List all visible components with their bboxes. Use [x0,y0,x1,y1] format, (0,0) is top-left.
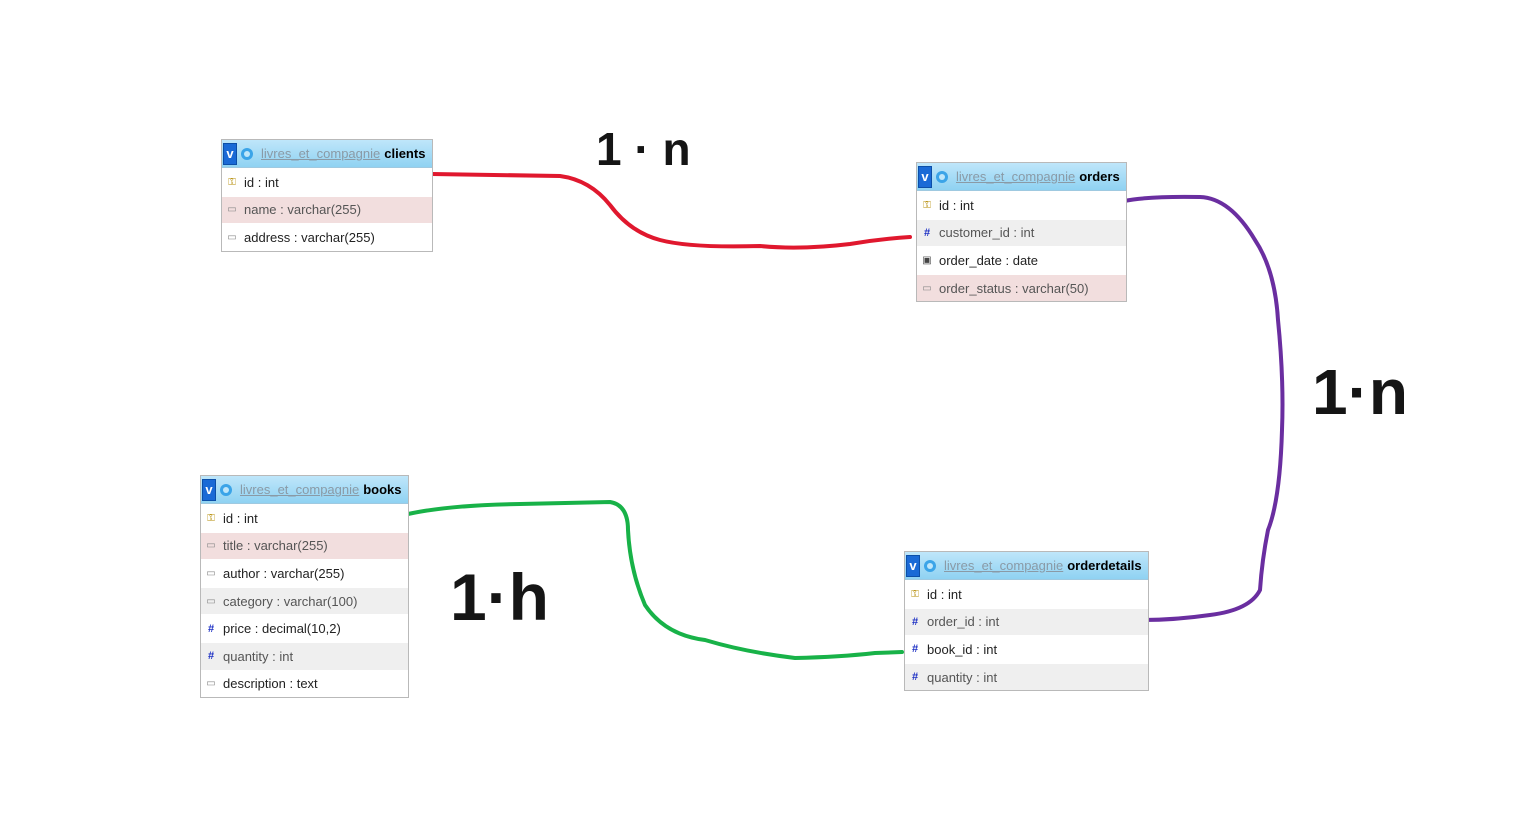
column-label: price : decimal(10,2) [223,621,341,637]
column-row[interactable]: ⚿ id : int [905,580,1148,608]
column-label: quantity : int [223,648,294,664]
table-name: orderdetails [1067,558,1142,573]
varchar-icon: ▭ [922,282,932,294]
number-icon: # [207,622,215,635]
key-icon: ⚿ [207,512,215,524]
varchar-icon: ▭ [206,540,216,552]
number-icon: # [911,671,919,684]
column-label: order_date : date [939,252,1039,268]
gear-icon[interactable] [924,559,936,572]
column-row[interactable]: ⚿ id : int [201,504,408,532]
varchar-icon: ▭ [206,678,216,690]
relation-books-orderdetails [406,499,904,661]
column-row[interactable]: ▭ address : varchar(255) [222,223,432,251]
column-row[interactable]: ▭ category : varchar(100) [201,586,408,615]
column-label: title : varchar(255) [223,538,328,554]
key-icon: ⚿ [228,176,236,188]
number-icon: # [923,226,931,239]
column-row[interactable]: ▭ title : varchar(255) [201,531,408,560]
gear-icon[interactable] [241,147,253,160]
number-icon: # [207,650,215,663]
column-label: order_id : int [927,614,1000,630]
toggle-columns-button[interactable]: v [906,554,920,577]
table-name: books [363,482,402,497]
varchar-icon: ▭ [206,595,216,607]
toggle-columns-button[interactable]: v [918,165,932,188]
column-row[interactable]: # customer_id : int [917,218,1126,247]
column-row[interactable]: ▭ order_status : varchar(50) [917,273,1126,302]
column-label: category : varchar(100) [223,593,358,609]
varchar-icon: ▭ [227,204,237,216]
relation-clients-orders [430,172,912,250]
column-row[interactable]: ▭ name : varchar(255) [222,195,432,224]
column-row[interactable]: ⚿ id : int [917,191,1126,219]
column-row[interactable]: ▭ description : text [201,669,408,698]
toggle-columns-button[interactable]: v [223,142,237,165]
table-name: clients [384,146,426,161]
database-name[interactable]: livres_et_compagnie [956,169,1076,184]
column-label: name : varchar(255) [244,202,362,218]
column-label: description : text [223,676,318,692]
relation-label-left: 1·h [450,560,549,634]
database-name[interactable]: livres_et_compagnie [240,482,360,497]
database-name[interactable]: livres_et_compagnie [944,558,1064,573]
toggle-columns-button[interactable]: v [202,478,216,501]
column-row[interactable]: # quantity : int [201,641,408,670]
key-icon: ⚿ [923,199,931,211]
varchar-icon: ▭ [227,231,237,243]
column-label: address : varchar(255) [244,229,375,245]
relation-label-top: 1 · n [596,123,691,175]
column-label: author : varchar(255) [223,565,345,581]
column-row[interactable]: ⚿ id : int [222,168,432,196]
column-label: id : int [244,174,279,190]
column-row[interactable]: # price : decimal(10,2) [201,614,408,642]
number-icon: # [911,615,919,628]
column-row[interactable]: ▣ order_date : date [917,246,1126,274]
relation-label-right: 1·n [1312,356,1408,428]
date-icon: ▣ [922,254,932,266]
column-label: book_id : int [927,641,998,657]
gear-icon[interactable] [220,483,232,496]
relation-orders-orderdetails [1122,194,1285,622]
column-label: id : int [223,510,258,526]
key-icon: ⚿ [911,588,919,600]
column-label: quantity : int [927,669,998,685]
column-label: customer_id : int [939,225,1035,241]
number-icon: # [911,643,919,656]
column-row[interactable]: ▭ author : varchar(255) [201,559,408,587]
gear-icon[interactable] [936,170,948,183]
column-row[interactable]: # quantity : int [905,662,1148,691]
column-label: id : int [927,586,962,602]
table-name: orders [1079,169,1120,184]
database-name[interactable]: livres_et_compagnie [261,146,381,161]
column-label: id : int [939,197,974,213]
column-row[interactable]: # book_id : int [905,635,1148,663]
varchar-icon: ▭ [206,567,216,579]
column-label: order_status : varchar(50) [939,280,1089,296]
column-row[interactable]: # order_id : int [905,607,1148,636]
